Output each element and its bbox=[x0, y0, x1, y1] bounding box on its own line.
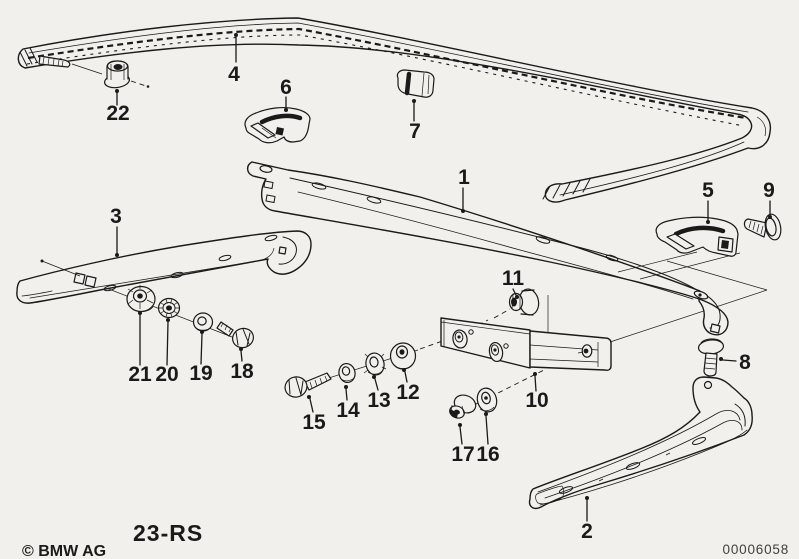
document-number: 00006058 bbox=[723, 542, 789, 557]
callout-11: 11 bbox=[502, 267, 525, 290]
part-5-clip bbox=[655, 216, 739, 257]
callout-16: 16 bbox=[476, 443, 499, 466]
callout-14: 14 bbox=[336, 399, 360, 422]
callout-15: 15 bbox=[302, 411, 326, 434]
callout-5: 5 bbox=[702, 179, 714, 202]
part-2-bumper-end bbox=[528, 376, 753, 510]
callout-12: 12 bbox=[396, 381, 419, 404]
callout-3: 3 bbox=[110, 205, 122, 228]
callout-8: 8 bbox=[739, 351, 751, 374]
callout-22: 22 bbox=[106, 102, 129, 125]
footer: 23-RS © BMW AG 00006058 bbox=[22, 520, 789, 559]
part-20-lock-washer bbox=[157, 297, 181, 319]
plate-code: 23-RS bbox=[133, 520, 203, 546]
callout-6: 6 bbox=[280, 76, 292, 99]
part-11-flange-nut bbox=[508, 288, 540, 316]
part-3-bracket-arm bbox=[16, 230, 312, 304]
part-16-washer bbox=[476, 387, 498, 413]
part-17-flange-nut bbox=[449, 394, 477, 419]
callout-1: 1 bbox=[458, 166, 470, 189]
callout-21: 21 bbox=[128, 363, 152, 386]
part-13-washer bbox=[363, 352, 387, 376]
part-22-flange-nut bbox=[103, 60, 150, 89]
part-15-bolt bbox=[284, 372, 332, 398]
part-6-clip bbox=[244, 107, 311, 144]
part-21-bushing bbox=[126, 285, 156, 313]
callout-9: 9 bbox=[763, 179, 775, 202]
part-18-bolt bbox=[216, 321, 254, 349]
callout-10: 10 bbox=[525, 389, 548, 412]
part-10-mounting-bracket bbox=[440, 295, 612, 410]
part-9-screw bbox=[743, 213, 782, 241]
part-7-clip bbox=[396, 69, 435, 98]
callout-20: 20 bbox=[155, 363, 178, 386]
callout-18: 18 bbox=[230, 360, 254, 383]
part-19-washer bbox=[192, 312, 214, 332]
callout-17: 17 bbox=[451, 443, 474, 466]
callout-2: 2 bbox=[581, 520, 593, 543]
callout-19: 19 bbox=[189, 362, 212, 385]
part-1-bumper-bar bbox=[246, 161, 729, 336]
callout-4: 4 bbox=[228, 63, 240, 86]
callout-numbers: 1 2 3 4 5 6 7 8 9 10 11 12 13 14 15 16 1… bbox=[106, 63, 775, 543]
callout-13: 13 bbox=[367, 389, 390, 412]
part-4-trim-strip bbox=[17, 17, 772, 203]
callout-leaders bbox=[115, 33, 772, 522]
trim-strip-stud bbox=[38, 55, 103, 75]
copyright: © BMW AG bbox=[22, 543, 106, 559]
callout-7: 7 bbox=[409, 120, 421, 143]
clip5-alignment-lines bbox=[617, 251, 741, 280]
part-14-washer bbox=[338, 362, 356, 384]
part-12-bushing bbox=[389, 342, 417, 370]
